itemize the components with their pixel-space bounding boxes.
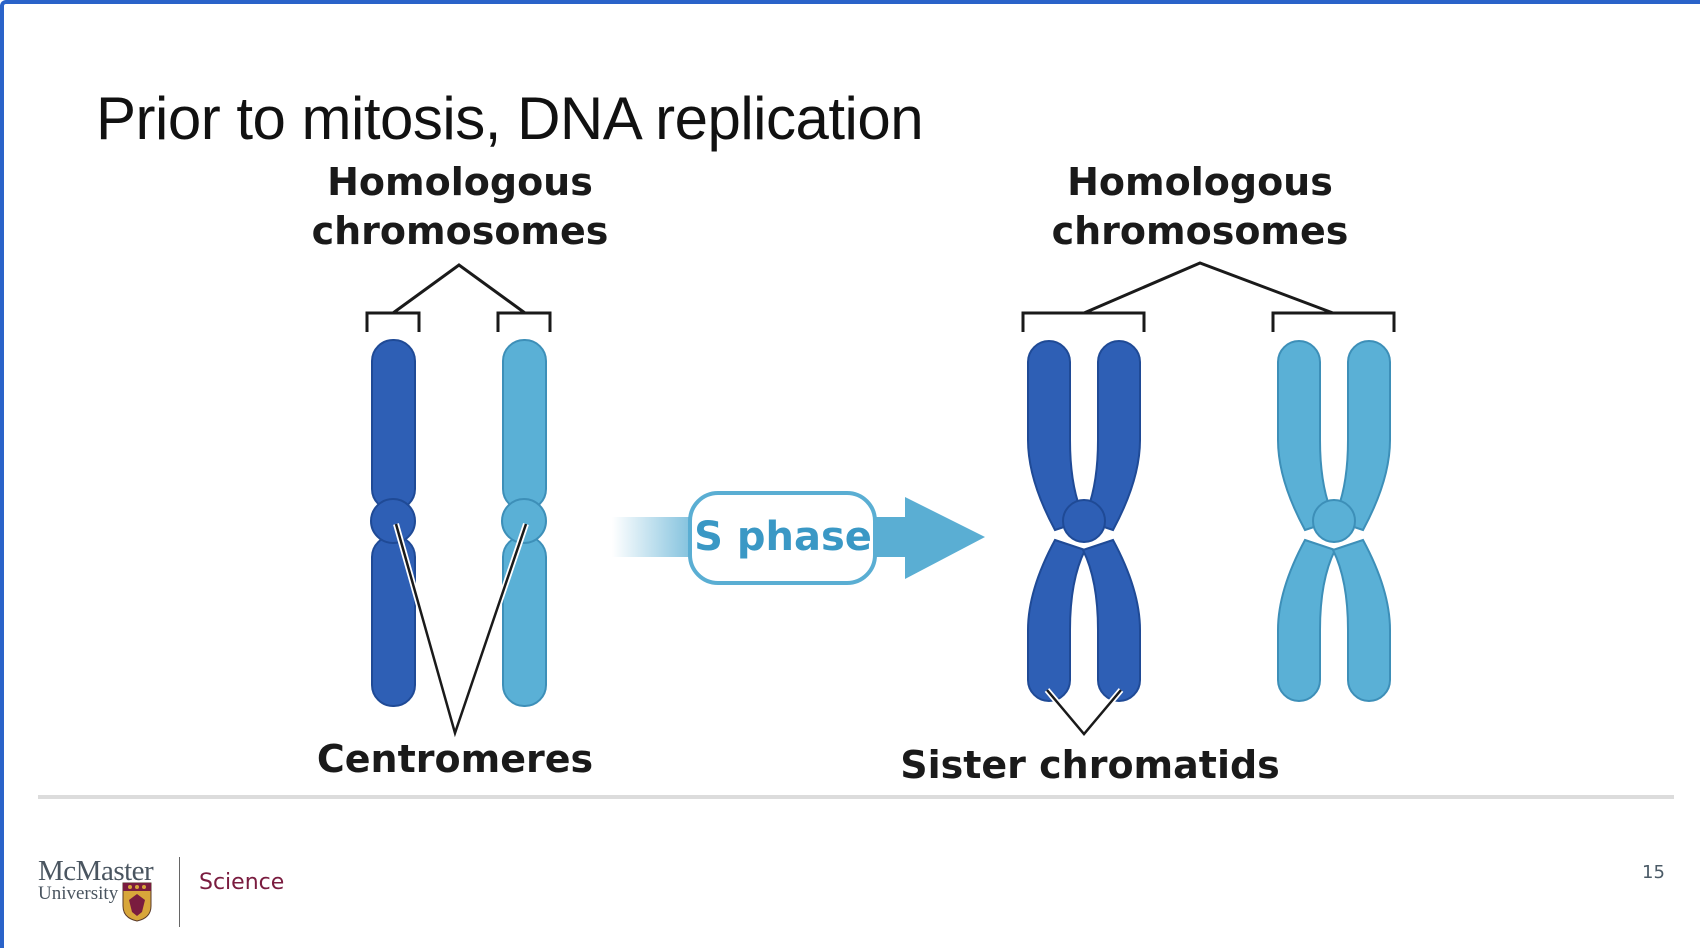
slide-title: Prior to mitosis, DNA replication: [96, 85, 924, 152]
chromosome-light-replicated: [1277, 340, 1391, 702]
mcmaster-logo: McMaster University: [38, 855, 154, 922]
s-phase-label: S phase: [694, 514, 872, 560]
left-homologous-label-line1: Homologous: [327, 160, 593, 204]
chromosome-dark-replicated: [1027, 340, 1141, 702]
chromosome-light-unreplicated: [501, 339, 547, 707]
logo-wordmark: McMaster: [38, 855, 154, 887]
footer-divider: [38, 795, 1674, 799]
crest-icon: [122, 882, 152, 922]
s-phase-arrow: [612, 491, 985, 585]
chromosome-dark-unreplicated: [370, 339, 416, 707]
right-homologous-bracket: [1021, 261, 1396, 332]
centromeres-label: Centromeres: [317, 737, 593, 781]
left-homologous-bracket: [365, 263, 552, 332]
right-homologous-label-line1: Homologous: [1067, 160, 1333, 204]
right-homologous-label-line2: chromosomes: [1052, 209, 1349, 253]
page-number: 15: [1642, 862, 1665, 883]
faculty-label: Science: [199, 870, 285, 895]
sister-chromatids-label: Sister chromatids: [900, 743, 1280, 787]
logo-separator: [179, 857, 180, 927]
left-homologous-label-line2: chromosomes: [312, 209, 609, 253]
logo-university: University: [38, 883, 119, 904]
sister-chromatids-pointer: [1044, 688, 1124, 739]
